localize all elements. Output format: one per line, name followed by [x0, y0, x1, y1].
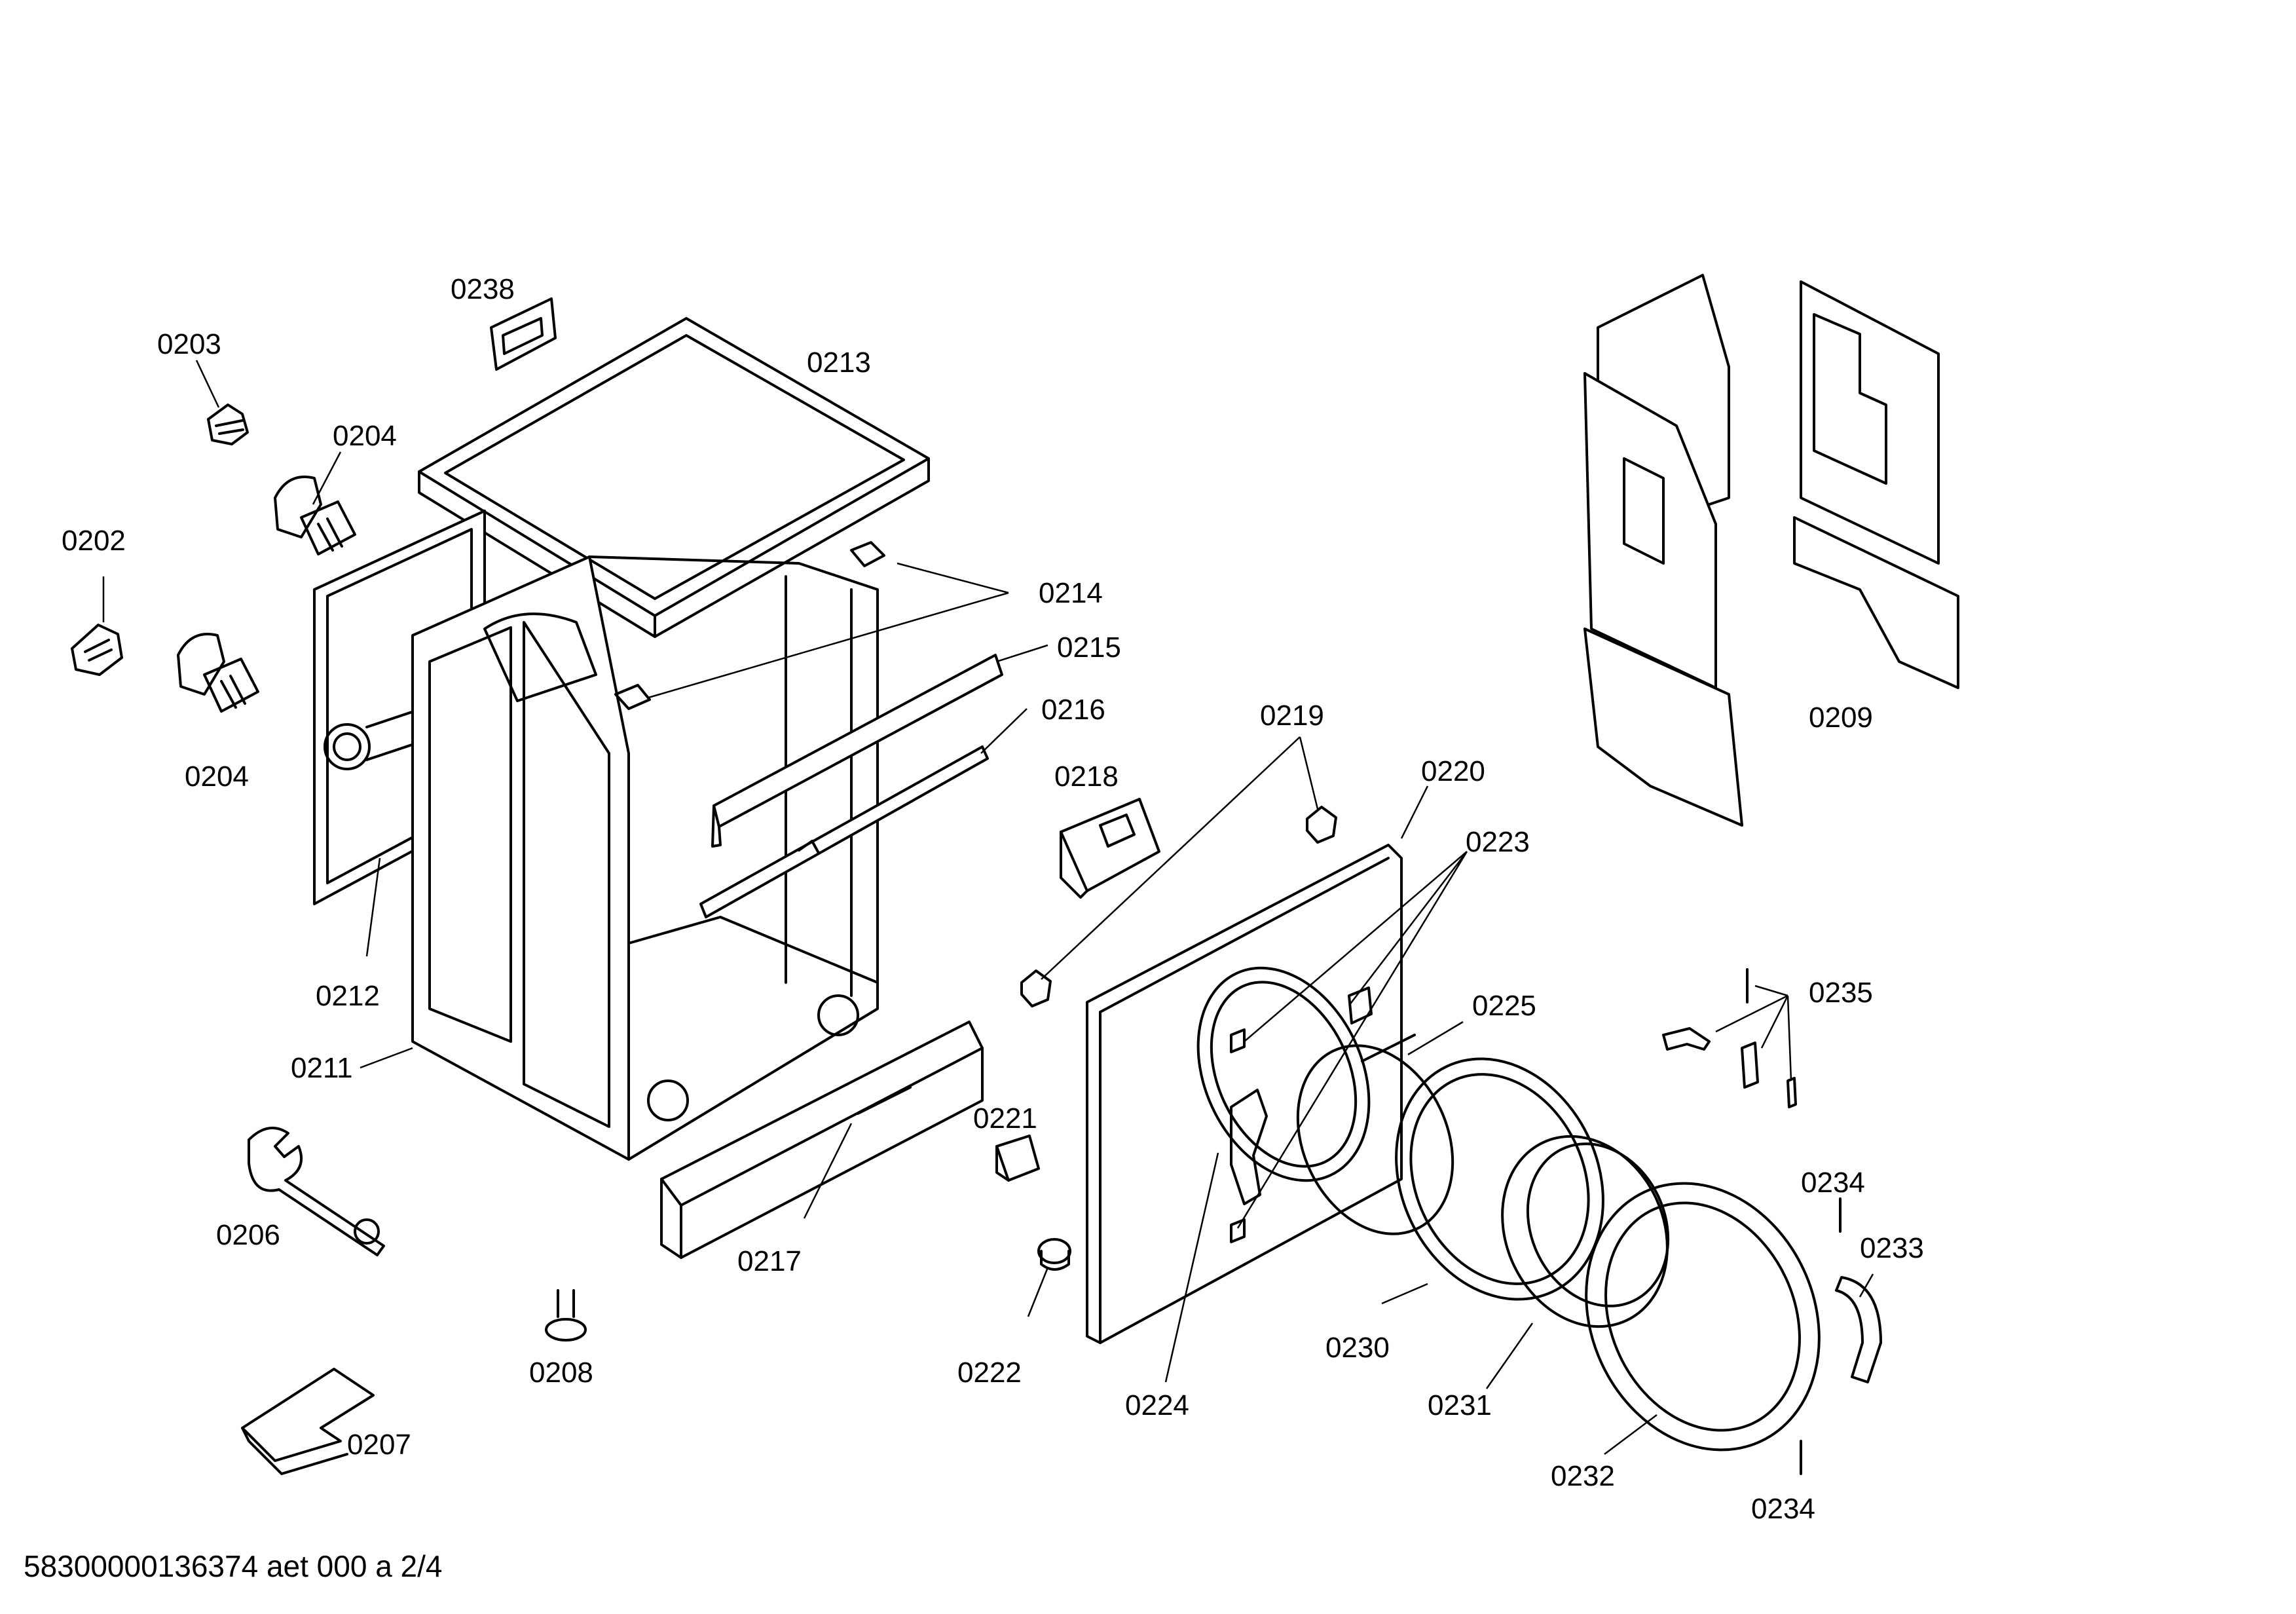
part-0235-latch	[1662, 968, 1797, 1108]
label-0219: 0219	[1260, 700, 1324, 732]
label-0235: 0235	[1809, 977, 1873, 1009]
label-0221: 0221	[973, 1102, 1037, 1135]
part-0231-door-glass	[1501, 1135, 1670, 1328]
label-0234-upper: 0234	[1801, 1167, 1865, 1199]
label-0223: 0223	[1466, 826, 1530, 858]
part-0214	[614, 541, 885, 710]
label-0234-lower: 0234	[1751, 1493, 1815, 1525]
part-0219-clip	[1020, 806, 1337, 1007]
label-0206: 0206	[216, 1219, 280, 1251]
label-0238: 0238	[451, 273, 515, 305]
part-0207-bracket	[241, 1368, 375, 1475]
part-0234-pins	[1800, 1197, 1842, 1475]
part-0215-strut	[711, 654, 1003, 848]
part-0216-strut	[699, 745, 989, 918]
part-0221	[995, 1135, 1040, 1182]
part-0238	[490, 297, 557, 371]
part-0203	[207, 404, 249, 445]
label-0225: 0225	[1472, 990, 1536, 1022]
part-0204-lower	[177, 633, 259, 713]
label-0204-upper: 0204	[333, 420, 397, 452]
part-0204-upper	[274, 476, 356, 555]
label-0220: 0220	[1421, 755, 1485, 787]
label-0217: 0217	[737, 1245, 802, 1277]
part-0208-foot	[545, 1289, 587, 1342]
label-0214: 0214	[1039, 577, 1103, 609]
part-0217-kick-plate	[660, 1021, 984, 1259]
label-0215: 0215	[1057, 631, 1121, 664]
leader-lines	[102, 360, 1874, 1455]
part-0218-door-lock	[1060, 798, 1160, 899]
part-0225-seal	[1296, 1034, 1454, 1235]
part-0220-front-panel	[1086, 844, 1403, 1344]
label-0202: 0202	[62, 525, 126, 557]
label-0208: 0208	[529, 1357, 593, 1389]
part-0202	[71, 624, 123, 676]
label-0224: 0224	[1125, 1389, 1189, 1421]
label-0203: 0203	[157, 328, 221, 360]
label-0204-lower: 0204	[185, 760, 249, 793]
part-0233-door-handle	[1835, 1276, 1882, 1383]
label-0212: 0212	[316, 980, 380, 1012]
label-0211: 0211	[291, 1052, 353, 1084]
label-0207: 0207	[347, 1429, 411, 1461]
label-0232: 0232	[1551, 1460, 1615, 1492]
label-0218: 0218	[1054, 760, 1119, 793]
label-0230: 0230	[1325, 1332, 1390, 1364]
label-0233: 0233	[1860, 1232, 1924, 1264]
label-0216: 0216	[1041, 694, 1105, 726]
part-0211-cabinet	[411, 555, 879, 1161]
label-0213: 0213	[807, 347, 871, 379]
label-0209: 0209	[1809, 702, 1873, 734]
part-labels: 0203 0238 0213 0204 0202 0214 0215 0216 …	[62, 273, 1924, 1525]
label-0231: 0231	[1428, 1389, 1492, 1421]
document-footer-id: 58300000136374 aet 000 a 2/4	[24, 1549, 443, 1583]
part-0224-hinge	[1230, 1028, 1268, 1243]
part-0232-outer-ring	[1585, 1182, 1821, 1452]
label-0222: 0222	[957, 1357, 1022, 1389]
part-0206-wrench	[248, 1127, 385, 1256]
part-0209-insulation	[1583, 274, 1959, 827]
part-0222	[1037, 1238, 1071, 1271]
